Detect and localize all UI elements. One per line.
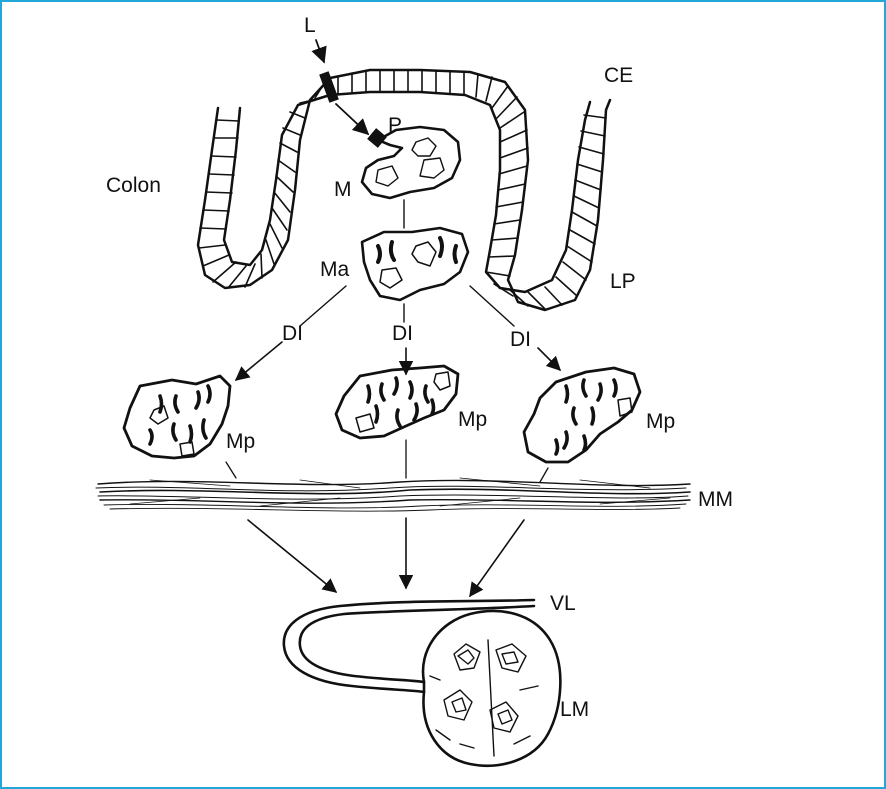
label-Mp-center: Mp [458, 408, 487, 431]
label-MM: MM [698, 488, 733, 511]
label-LP: LP [610, 270, 636, 293]
cell-Mp-right [524, 368, 640, 462]
label-L: L [304, 14, 316, 37]
label-VL: VL [550, 592, 576, 615]
label-DI-center: DI [392, 322, 413, 345]
cell-Ma [362, 228, 468, 300]
label-DI-left: DI [282, 322, 303, 345]
label-Mp-right: Mp [646, 410, 675, 433]
label-DI-right: DI [510, 328, 531, 351]
mp-to-mm-lines [226, 440, 548, 482]
label-Ma: Ma [320, 258, 349, 281]
muscularis-mucosae [96, 478, 690, 511]
arrow-L [316, 40, 324, 62]
label-Mp-left: Mp [226, 430, 255, 453]
label-P: P [388, 114, 402, 137]
cell-Mp-center [336, 366, 458, 438]
lymph-node [423, 611, 560, 766]
label-CE: CE [604, 64, 633, 87]
cell-Mp-left [124, 376, 230, 458]
lymphatic-vessel [284, 600, 534, 692]
label-colon: Colon [106, 174, 161, 197]
arrows-to-VL [248, 518, 524, 596]
label-M: M [334, 178, 352, 201]
label-LM: LM [560, 698, 589, 721]
colon-crypt [198, 70, 610, 310]
